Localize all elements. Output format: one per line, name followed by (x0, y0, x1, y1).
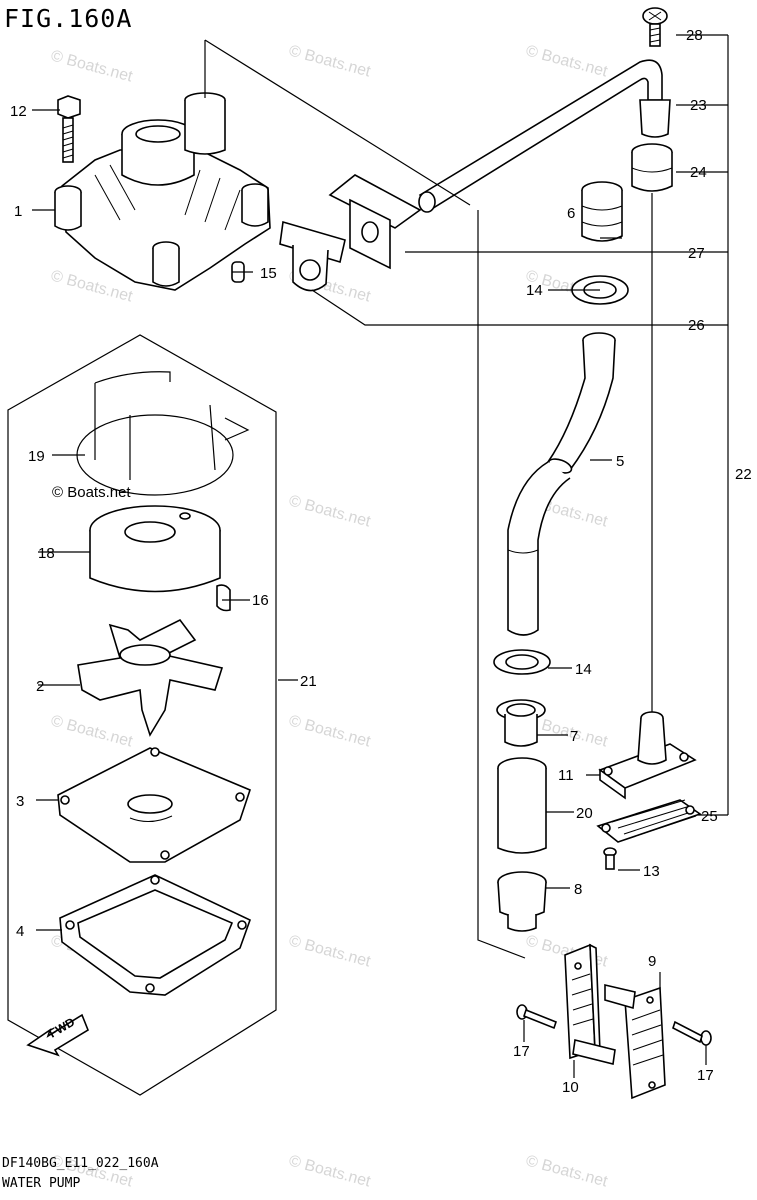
bolt-12 (57, 95, 81, 163)
pipe-23 (418, 59, 671, 213)
callout-11: 11 (558, 767, 574, 784)
seal-6 (581, 181, 623, 242)
callout-15: 15 (260, 265, 277, 282)
callout-24: 24 (690, 164, 707, 181)
plate-3 (57, 747, 251, 863)
callout-14: 14 (526, 282, 543, 299)
callout-9: 9 (648, 953, 656, 970)
washer-14-lower (493, 649, 551, 675)
callout-12: 12 (10, 103, 27, 120)
figure-name: WATER PUMP (2, 1176, 81, 1191)
bracket-27 (328, 174, 422, 270)
figure-title: FIG.160A (4, 4, 133, 33)
housing-18 (89, 505, 221, 593)
strainer-10 (564, 943, 616, 1065)
plate-11 (598, 711, 697, 800)
wire-19 (76, 371, 250, 496)
callout-14b: 14 (575, 661, 592, 678)
clamp-26 (279, 220, 346, 292)
callout-18: 18 (38, 545, 55, 562)
grommet-24 (631, 143, 673, 192)
watermark-overlay: © Boats.net (52, 484, 131, 501)
callout-2: 2 (36, 678, 44, 695)
svg-text:© Boats.net: © Boats.net (524, 1152, 610, 1190)
callout-19: 19 (28, 448, 45, 465)
svg-text:© Boats.net: © Boats.net (524, 42, 610, 80)
callout-1: 1 (14, 203, 22, 220)
pump-case (54, 92, 271, 291)
svg-text:© Boats.net: © Boats.net (287, 1152, 373, 1190)
screw-17-right (672, 1020, 712, 1046)
callout-17a: 17 (513, 1043, 530, 1060)
callout-16: 16 (252, 592, 269, 609)
svg-text:© Boats.net: © Boats.net (49, 712, 135, 750)
callout-22: 22 (735, 466, 752, 483)
callout-13: 13 (643, 863, 660, 880)
callout-23: 23 (690, 97, 707, 114)
key-16 (216, 584, 231, 612)
screw-13 (603, 847, 617, 870)
figure-code: DF140BG_E11_022_160A (2, 1156, 159, 1171)
callout-21: 21 (300, 673, 317, 690)
callout-27: 27 (688, 245, 705, 262)
callout-6: 6 (567, 205, 575, 222)
leader-lines (32, 34, 729, 1078)
svg-text:© Boats.net: © Boats.net (49, 47, 135, 85)
grommet-8 (497, 871, 547, 932)
svg-text:© Boats.net: © Boats.net (287, 932, 373, 970)
svg-text:© Boats.net: © Boats.net (287, 492, 373, 530)
strainer-25 (596, 799, 702, 843)
screw-28 (642, 7, 668, 47)
repair-kit-outline (7, 334, 277, 1096)
callout-7: 7 (570, 728, 578, 745)
fwd-arrow: FWD (26, 1013, 89, 1057)
gasket-4 (59, 874, 251, 996)
callout-20: 20 (576, 805, 593, 822)
svg-text:© Boats.net: © Boats.net (287, 712, 373, 750)
callout-labels: 28 23 24 6 27 14 26 5 22 12 1 15 19 18 1… (10, 27, 752, 1096)
callout-26: 26 (688, 317, 705, 334)
callout-5: 5 (616, 453, 624, 470)
strainer-9 (604, 983, 666, 1100)
callout-3: 3 (16, 793, 24, 810)
impeller-2 (77, 618, 224, 737)
svg-text:© Boats.net: © Boats.net (287, 42, 373, 80)
callout-8: 8 (574, 881, 582, 898)
hose-5 (507, 332, 616, 636)
callout-4: 4 (16, 923, 24, 940)
tube-20 (497, 757, 547, 854)
screw-17-left (516, 1004, 557, 1030)
callout-25: 25 (701, 808, 718, 825)
grommet-7 (496, 699, 546, 747)
callout-10: 10 (562, 1079, 579, 1096)
callout-17b: 17 (697, 1067, 714, 1084)
callout-28: 28 (686, 27, 703, 44)
